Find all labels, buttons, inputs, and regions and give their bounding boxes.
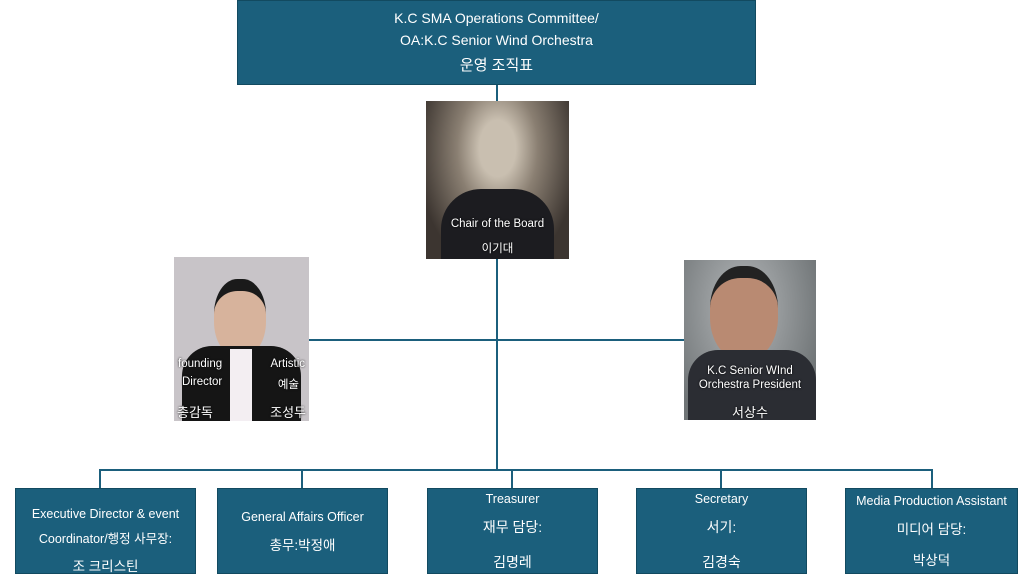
founder-name-left: 총감독 xyxy=(177,405,213,420)
role-title: Executive Director & event xyxy=(31,507,180,521)
founder-name-right: 조성두 xyxy=(270,405,306,420)
connector xyxy=(511,469,513,488)
connector xyxy=(720,469,722,488)
role-name: 조 크리스틴 xyxy=(72,559,139,574)
founder-photo: founding Director Artistic 예술 총감독 조성두 xyxy=(174,257,309,421)
president-role-2: Orchestra President xyxy=(698,379,802,391)
suit xyxy=(441,189,554,259)
connector xyxy=(99,469,101,488)
title-line-2: OA:K.C Senior Wind Orchestra xyxy=(400,32,593,48)
org-chart-title: K.C SMA Operations Committee/ OA:K.C Sen… xyxy=(237,0,756,85)
role-title: Treasurer xyxy=(485,492,540,506)
role-title: Media Production Assistant xyxy=(856,494,1007,508)
role-box-treasurer: Treasurer 재무 담당: 김명레 xyxy=(427,488,598,574)
suit xyxy=(688,350,816,420)
face xyxy=(214,279,266,357)
connector xyxy=(496,85,498,101)
connector xyxy=(100,469,933,471)
role-title: Secretary xyxy=(694,492,749,506)
chair-photo: Chair of the Board 이기대 xyxy=(426,101,569,259)
connector xyxy=(931,469,933,488)
face xyxy=(710,266,778,360)
role-title: General Affairs Officer xyxy=(241,510,364,524)
president-role-1: K.C Senior WInd xyxy=(707,365,793,377)
role-name: 총무:박정애 xyxy=(269,538,336,553)
role-box-secretary: Secretary 서기: 김경숙 xyxy=(636,488,807,574)
role-name: 김경숙 xyxy=(702,554,741,570)
title-line-3: 운영 조직표 xyxy=(459,57,534,74)
role-title-ko: 재무 담당: xyxy=(482,519,543,535)
role-title-ko: 서기: xyxy=(706,519,737,535)
chair-name: 이기대 xyxy=(481,243,514,255)
founder-role-right-1: Artistic xyxy=(270,358,306,370)
role-name: 김명레 xyxy=(493,554,532,570)
founder-role-left-1: founding xyxy=(178,358,223,370)
role-box-executive-director: Executive Director & event Coordinator/행… xyxy=(15,488,196,574)
shirt xyxy=(230,349,252,421)
chair-role: Chair of the Board xyxy=(450,218,545,230)
role-box-media: Media Production Assistant 미디어 담당: 박상덕 xyxy=(845,488,1018,574)
founder-role-left-2: Director xyxy=(182,376,223,388)
president-photo: K.C Senior WInd Orchestra President 서상수 xyxy=(684,260,816,420)
connector xyxy=(496,259,498,471)
president-name: 서상수 xyxy=(732,405,768,420)
role-box-general-affairs: General Affairs Officer 총무:박정애 xyxy=(217,488,388,574)
connector xyxy=(309,339,684,341)
role-title-ko: 미디어 담당: xyxy=(896,522,967,537)
role-name: 박상덕 xyxy=(912,553,951,568)
connector xyxy=(301,469,303,488)
founder-role-right-2: 예술 xyxy=(277,379,299,391)
role-title-ko: Coordinator/행정 사무장: xyxy=(38,532,173,546)
title-line-1: K.C SMA Operations Committee/ xyxy=(394,10,599,26)
